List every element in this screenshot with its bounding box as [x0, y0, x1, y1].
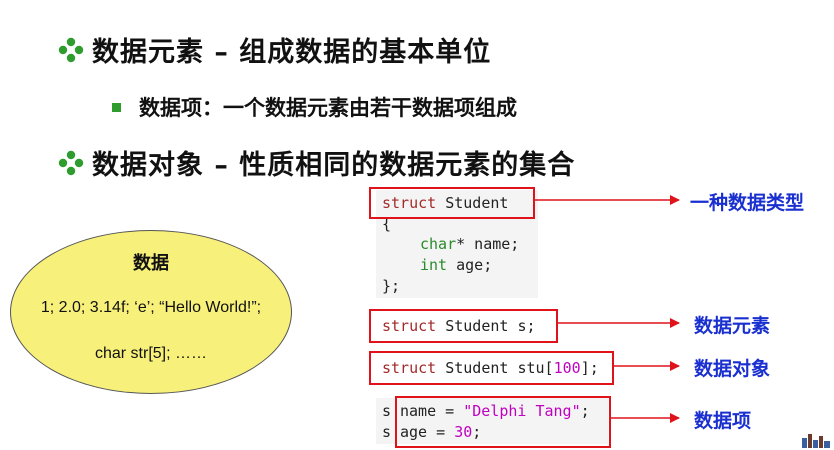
square-bullet-icon — [112, 102, 121, 112]
code-assign-age-rest: age = 30; — [400, 423, 482, 441]
heading-data-element: 数据元素 – 组成数据的基本单位 — [92, 37, 492, 68]
highlight-box-item — [395, 396, 611, 448]
code-assign-age: s — [382, 423, 392, 441]
callout-data-item: 数据项 — [694, 410, 752, 432]
code-assign-name-rest: name = "Delphi Tang"; — [400, 402, 590, 420]
code-type: int — [420, 256, 448, 274]
code-type: char — [420, 235, 457, 253]
code-field-name: char* name; — [420, 235, 520, 253]
heading-data-object: 数据对象 – 性质相同的数据元素的集合 — [92, 150, 576, 181]
diamond-bullet-icon — [58, 150, 84, 175]
bullet-data-object: 数据对象 – 性质相同的数据元素的集合 — [58, 143, 575, 182]
ellipse-line-2: char str[5]; …… — [94, 345, 208, 362]
code-decl-element: struct Student s; — [382, 317, 536, 335]
ellipse-line-1: 1; 2.0; 3.14f; ‘e’; “Hello World!”; — [40, 299, 262, 316]
code-field-age: int age; — [420, 256, 493, 274]
callout-data-type: 一种数据类型 — [690, 192, 805, 214]
code-brace-close: }; — [382, 277, 401, 295]
bullet-data-element: 数据元素 – 组成数据的基本单位 — [58, 30, 491, 69]
diamond-bullet-icon — [58, 37, 84, 62]
highlight-box-type — [369, 187, 535, 219]
highlight-box-element — [369, 309, 558, 343]
code-struct-name: Student — [436, 194, 509, 212]
ellipse-title: 数据 — [133, 253, 169, 274]
code-struct-def: struct Student — [382, 193, 508, 213]
code-decl-object: struct Student stu[100]; — [382, 359, 599, 377]
code-bg-struct — [376, 190, 538, 298]
highlight-box-object — [369, 351, 614, 385]
data-ellipse: 数据 1; 2.0; 3.14f; ‘e’; “Hello World!”; c… — [10, 230, 292, 394]
code-bg-assign — [376, 398, 608, 444]
code-assign-name: s — [382, 402, 392, 420]
logo-icon — [802, 434, 830, 448]
subheading-data-item: 数据项：一个数据元素由若干数据项组成 — [139, 96, 517, 120]
callout-data-element: 数据元素 — [694, 315, 771, 337]
callout-data-object: 数据对象 — [694, 358, 771, 380]
code-keyword: struct — [382, 194, 437, 212]
code-brace-open: { — [382, 215, 392, 233]
sub-bullet-data-item: 数据项：一个数据元素由若干数据项组成 — [112, 92, 517, 122]
